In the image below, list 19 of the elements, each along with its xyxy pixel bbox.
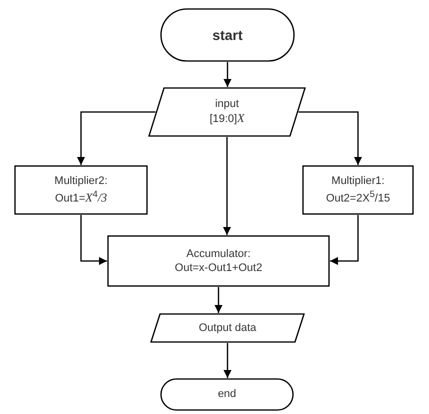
node-text: Out2=2X$^{5}$/15 [326,188,390,206]
arrow [224,343,232,378]
arrow [223,137,231,235]
arrow [298,111,362,165]
node-text: Out=x-Out1+Out2 [174,261,262,276]
node-text: [19:0]X [210,111,244,127]
arrow [224,62,232,87]
node-text: input [215,97,239,112]
node-text: Accumulator: [186,246,251,261]
arrow [80,215,107,265]
arrow [214,287,222,313]
node-text: end [218,387,236,402]
node-text: start [212,26,243,44]
node-text: Out1=X$^{4}$/3 [54,188,108,206]
node-text: Multiplier2: [54,174,108,189]
node-text: Multiplier1: [331,174,385,189]
node-text: Output data [198,320,256,336]
arrow [330,215,359,265]
arrow [77,111,156,165]
